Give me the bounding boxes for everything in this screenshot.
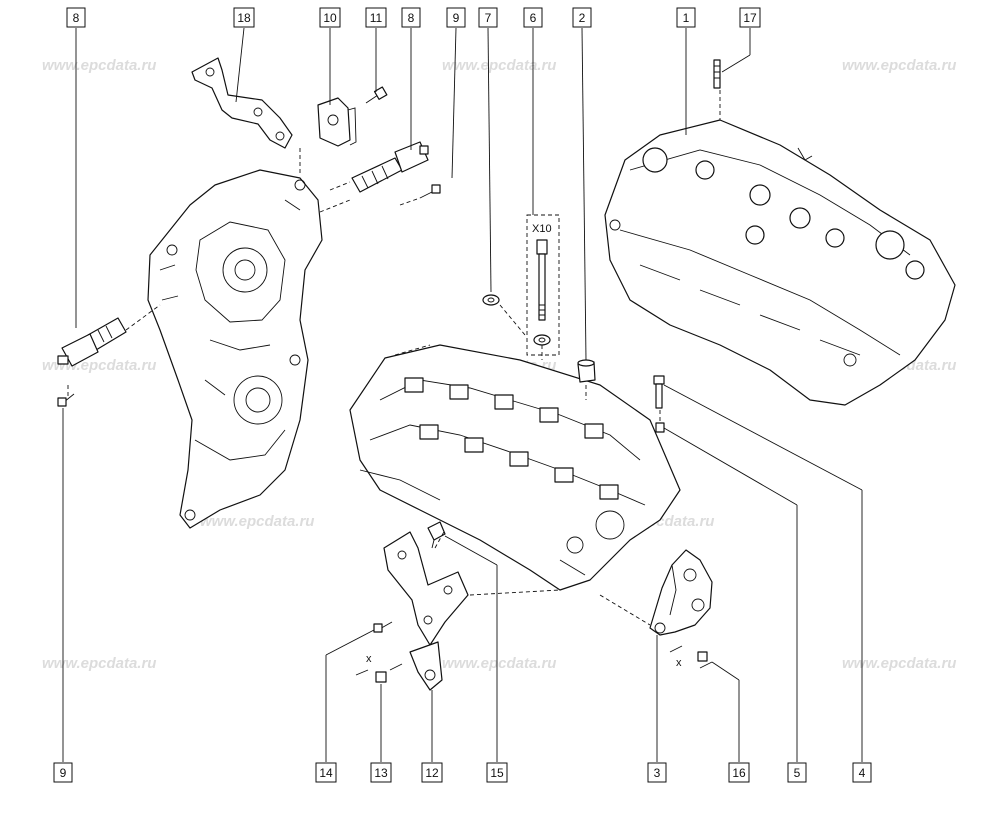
watermark-text: www.epcdata.ru — [42, 57, 156, 74]
callout-label: 14 — [319, 766, 333, 780]
cylinder-head-assembly-ports — [642, 147, 925, 280]
bracket-14 — [383, 531, 469, 646]
callout-label: 9 — [60, 766, 67, 780]
callout-label: 18 — [237, 11, 251, 25]
bolt-9-upper — [419, 184, 441, 199]
callout-13: 13 — [370, 762, 392, 783]
callout-label: 1 — [683, 11, 690, 25]
watermark-text: www.epcdata.ru — [442, 57, 556, 74]
bracket-18 — [191, 57, 293, 149]
callout-14: 14 — [315, 762, 337, 783]
callout-11: 11 — [365, 7, 387, 28]
callout-label: 8 — [408, 11, 415, 25]
sensor-bracket-3 — [649, 549, 713, 636]
leader-lines — [62, 27, 863, 762]
timing-cover — [147, 169, 323, 529]
callout-15: 15 — [486, 762, 508, 783]
callout-16: 16 — [728, 762, 750, 783]
callout-label: 4 — [859, 766, 866, 780]
callout-17: 17 — [739, 7, 761, 28]
callout-label: 16 — [732, 766, 746, 780]
dowel-2 — [577, 359, 596, 383]
clip-15 — [427, 521, 446, 549]
callout-label: 11 — [370, 11, 383, 25]
bolts-13: x — [355, 653, 403, 683]
callout-4: 4 — [852, 762, 872, 783]
callout-label: 7 — [485, 11, 492, 25]
cylinder-head-assembly — [604, 119, 956, 406]
watermark-text: www.epcdata.ru — [842, 57, 956, 74]
cylinder-head — [349, 344, 681, 591]
callout-12: 12 — [421, 762, 443, 783]
bracket-10 — [317, 97, 357, 147]
bolt-quantity-label: X10 — [532, 223, 552, 235]
callout-8-top-left: 8 — [66, 7, 86, 28]
callout-label: 8 — [73, 11, 80, 25]
callout-6: 6 — [523, 7, 543, 28]
stud-17 — [713, 59, 721, 89]
watermark-text: www.epcdata.ru — [842, 655, 956, 672]
callout-8-top: 8 — [401, 7, 421, 28]
callout-7: 7 — [478, 7, 498, 28]
washer-7 — [482, 294, 500, 306]
bolt-bracket-14 — [373, 621, 393, 633]
callout-5: 5 — [787, 762, 807, 783]
callout-3: 3 — [647, 762, 667, 783]
bolt-11 — [365, 86, 388, 104]
callout-label: 10 — [323, 11, 337, 25]
callout-18: 18 — [233, 7, 255, 28]
callouts: 8 18 10 11 8 9 7 6 — [53, 7, 872, 783]
callout-label: 17 — [743, 11, 757, 25]
bolt-quantity-group-frame — [526, 214, 560, 356]
assembly-lines — [67, 90, 721, 626]
watermark-text: www.epcdata.ru — [42, 655, 156, 672]
callout-label: 15 — [490, 766, 504, 780]
callout-label: 5 — [794, 766, 801, 780]
head-bolt-6: X10 — [526, 214, 560, 356]
callout-label: 13 — [374, 766, 388, 780]
callout-label: 6 — [530, 11, 537, 25]
plug-5 — [655, 422, 665, 433]
callout-9-bottom: 9 — [53, 762, 73, 783]
callout-label: 12 — [425, 766, 439, 780]
callout-1: 1 — [676, 7, 696, 28]
callout-9-top: 9 — [446, 7, 466, 28]
watermark-text: www.epcdata.ru — [200, 513, 314, 530]
callout-label: 3 — [654, 766, 661, 780]
callout-10: 10 — [319, 7, 341, 28]
cylinder-head-cam-caps — [404, 377, 619, 500]
multiplier-right: x — [676, 657, 682, 669]
bracket-12 — [409, 641, 443, 691]
solenoid-valve-upper — [351, 141, 429, 193]
callout-label: 2 — [579, 11, 586, 25]
callout-label: 9 — [453, 11, 460, 25]
callout-2: 2 — [572, 7, 592, 28]
pin-4 — [653, 375, 665, 409]
bolt-9-left — [57, 393, 75, 407]
watermark-text: www.epcdata.ru — [442, 655, 556, 672]
solenoid-valve-left — [57, 317, 127, 367]
bolts-16: x — [669, 645, 713, 669]
multiplier-left: x — [366, 653, 372, 665]
